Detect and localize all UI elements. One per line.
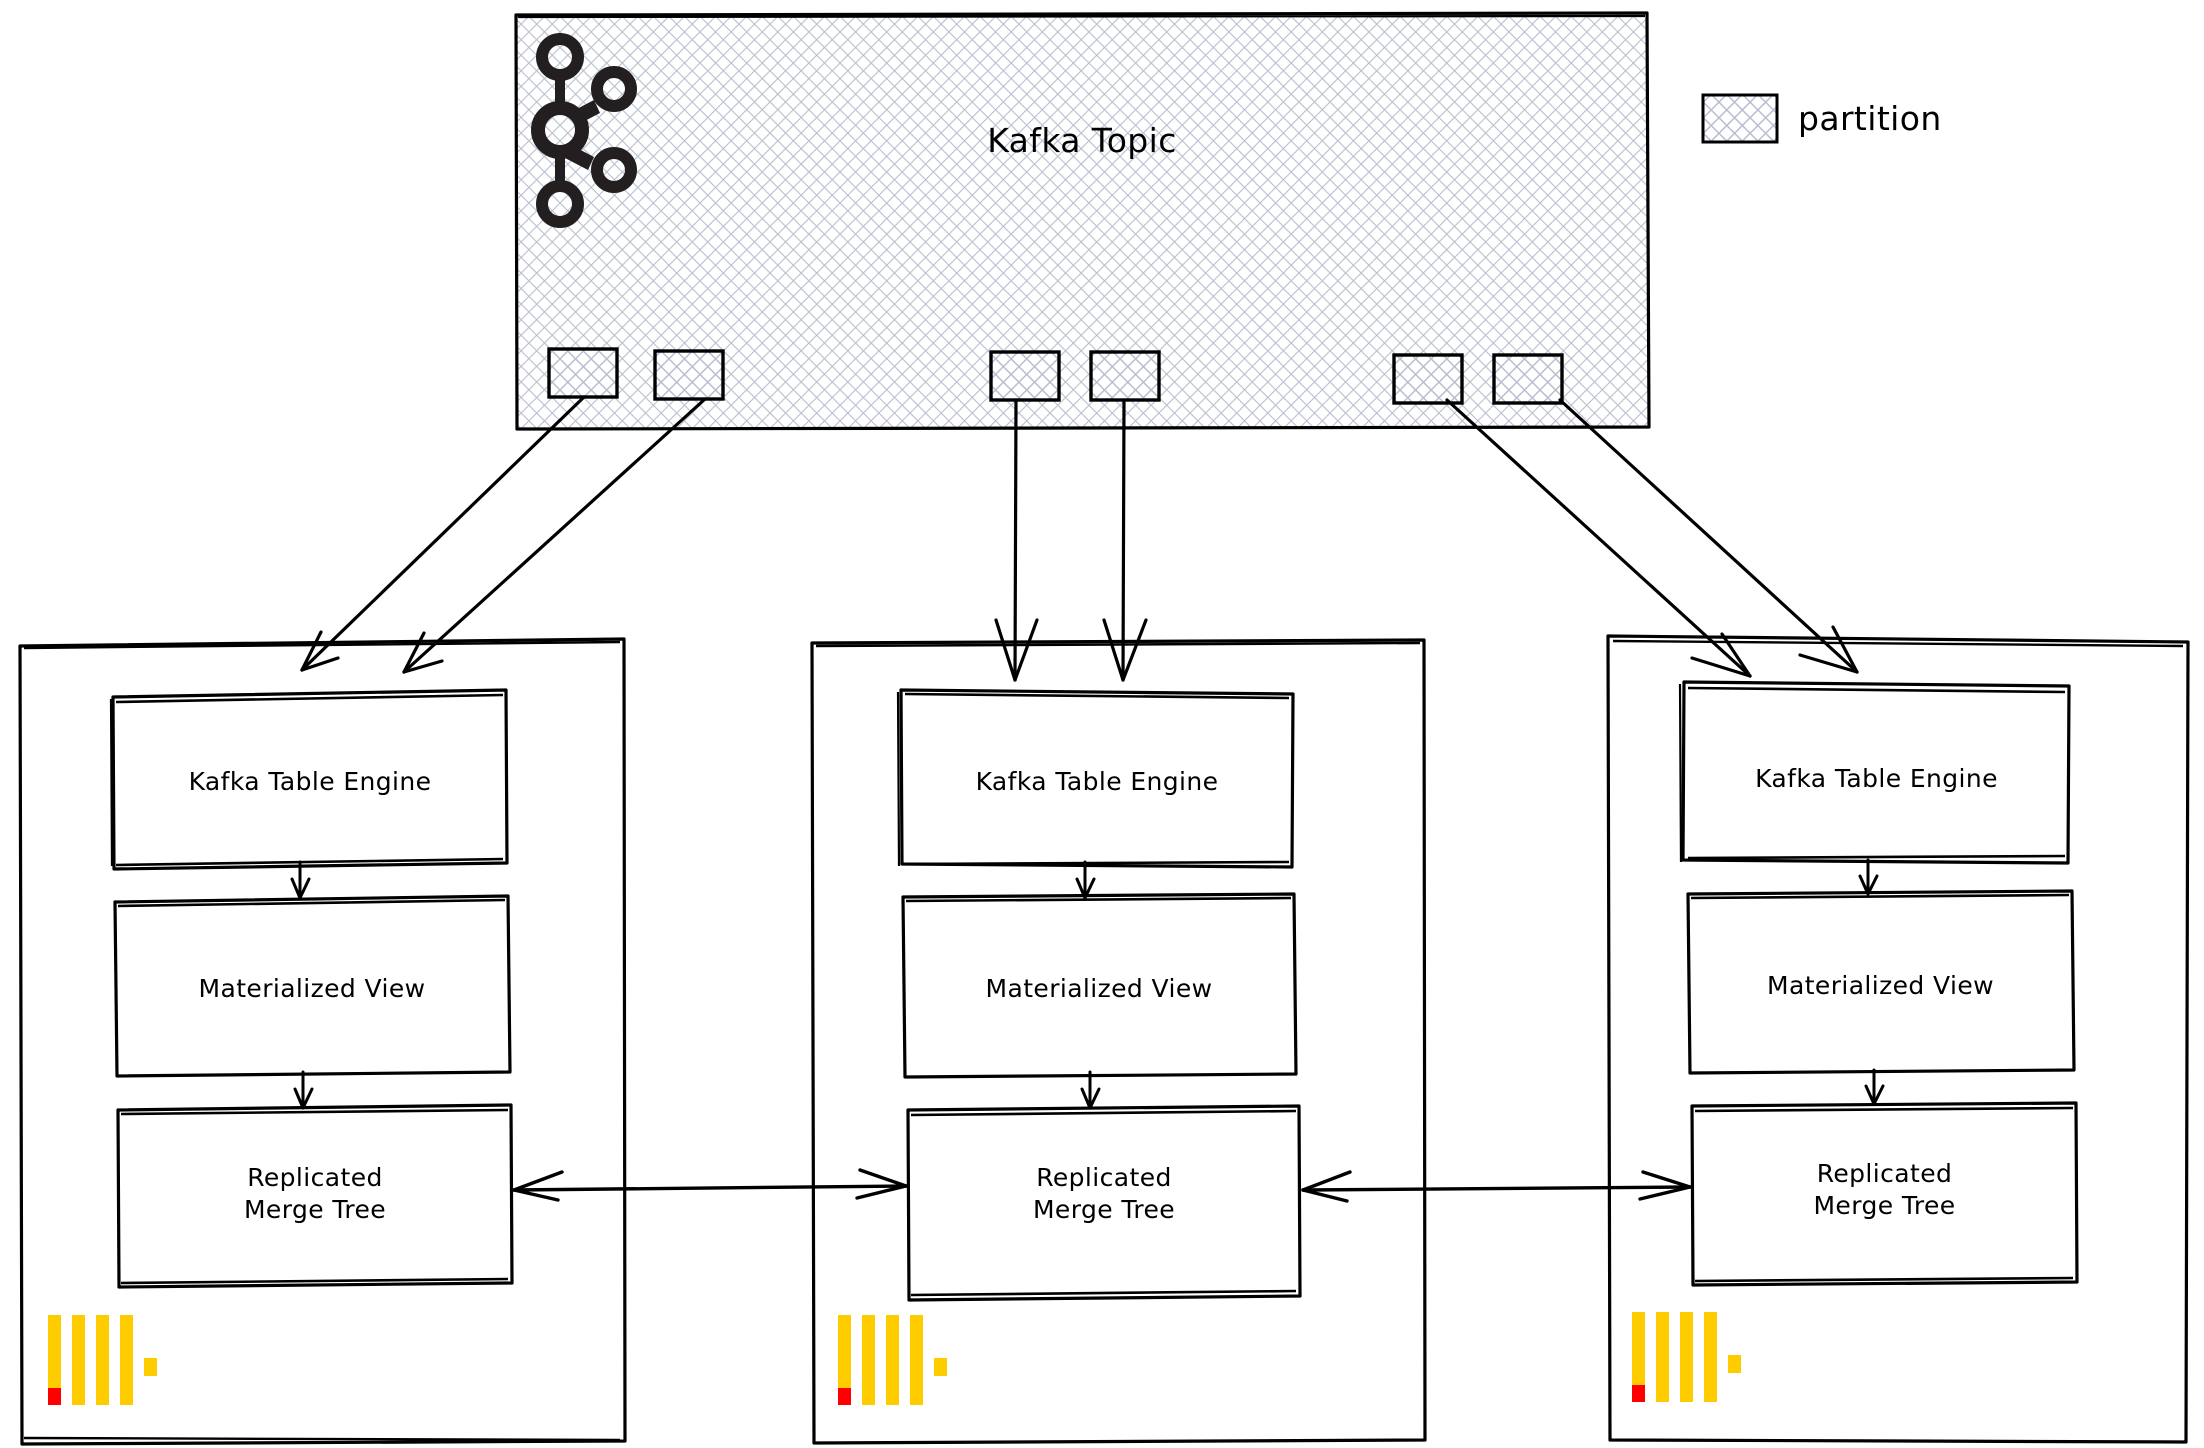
- kafka-table-engine-1-label: Kafka Table Engine: [188, 767, 432, 796]
- edge-partition-3-to-kte-2: [994, 398, 1039, 682]
- clickhouse-bar-4: [120, 1315, 133, 1405]
- replicated-merge-tree-3-box[interactable]: [1690, 1101, 2079, 1287]
- kafka-table-engine-2-box[interactable]: [896, 688, 1295, 869]
- clickhouse-bar-2: [1656, 1312, 1669, 1402]
- clickhouse-bar-1: [1632, 1312, 1645, 1402]
- clickhouse-dash: [934, 1358, 947, 1376]
- clickhouse-dash: [144, 1358, 157, 1376]
- materialized-view-2-box[interactable]: [901, 892, 1298, 1079]
- kafka-table-engine-1-box[interactable]: [109, 688, 509, 871]
- edge-kte-1-to-mv-1: [290, 860, 311, 900]
- clickhouse-logo-icon: [48, 1315, 198, 1410]
- kafka-table-engine-3-box[interactable]: [1678, 680, 2071, 865]
- replicated-merge-tree-2-box[interactable]: [906, 1104, 1302, 1302]
- legend-partition-swatch: [1701, 93, 1779, 144]
- partition-2[interactable]: [653, 349, 725, 401]
- clickhouse-bar-2: [862, 1315, 875, 1405]
- replicated-merge-tree-1-label: Replicated Merge Tree: [243, 1163, 387, 1224]
- clickhouse-logo-icon: [1632, 1312, 1782, 1407]
- kafka-table-engine-3-label: Kafka Table Engine: [1755, 764, 1998, 793]
- clickhouse-bar-4: [910, 1315, 923, 1405]
- kafka-topic-title: Kafka Topic: [987, 121, 1177, 160]
- materialized-view-1-label: Materialized View: [198, 974, 426, 1003]
- clickhouse-bar-3: [886, 1315, 899, 1405]
- kafka-table-engine-2-label: Kafka Table Engine: [975, 767, 1219, 796]
- edge-mv-2-to-rmt-2: [1080, 1070, 1101, 1110]
- edge-mv-3-to-rmt-3: [1864, 1068, 1885, 1106]
- replicated-merge-tree-2-label: Replicated Merge Tree: [1032, 1163, 1176, 1224]
- clickhouse-logo-icon: [838, 1315, 988, 1410]
- legend-partition-label: partition: [1798, 99, 1942, 138]
- edge-partition-1-to-kte-1: [300, 395, 586, 672]
- clickhouse-bar-3: [1680, 1312, 1693, 1402]
- edge-partition-2-to-kte-1: [402, 397, 707, 674]
- partition-4[interactable]: [1089, 350, 1161, 402]
- clickhouse-accent-square: [48, 1388, 61, 1405]
- partition-5[interactable]: [1392, 353, 1464, 405]
- clickhouse-accent-square: [1632, 1385, 1645, 1402]
- partition-3[interactable]: [989, 350, 1061, 402]
- partition-6[interactable]: [1492, 353, 1564, 405]
- materialized-view-2-label: Materialized View: [985, 974, 1213, 1003]
- partition-1[interactable]: [547, 347, 619, 399]
- edge-mv-1-to-rmt-1: [293, 1070, 314, 1110]
- clickhouse-bar-1: [838, 1315, 851, 1405]
- clickhouse-bar-4: [1704, 1312, 1717, 1402]
- edge-rmt-2-to-rmt-3: [1301, 1170, 1692, 1203]
- kafka-logo-icon: [531, 33, 637, 228]
- edge-kte-2-to-mv-2: [1075, 860, 1096, 900]
- edge-partition-4-to-kte-2: [1102, 398, 1148, 682]
- edge-rmt-1-to-rmt-2: [512, 1168, 908, 1202]
- clickhouse-dash: [1728, 1355, 1741, 1373]
- materialized-view-3-box[interactable]: [1686, 889, 2076, 1075]
- clickhouse-bar-2: [72, 1315, 85, 1405]
- clickhouse-bar-3: [96, 1315, 109, 1405]
- edge-partition-5-to-kte-3: [1445, 398, 1752, 678]
- clickhouse-accent-square: [838, 1388, 851, 1405]
- replicated-merge-tree-1-box[interactable]: [116, 1103, 514, 1289]
- edge-partition-6-to-kte-3: [1558, 398, 1859, 674]
- materialized-view-3-label: Materialized View: [1767, 971, 1994, 1000]
- clickhouse-bar-1: [48, 1315, 61, 1405]
- replicated-merge-tree-3-label: Replicated Merge Tree: [1813, 1159, 1956, 1220]
- edge-kte-3-to-mv-3: [1858, 858, 1879, 896]
- materialized-view-1-box[interactable]: [113, 894, 512, 1078]
